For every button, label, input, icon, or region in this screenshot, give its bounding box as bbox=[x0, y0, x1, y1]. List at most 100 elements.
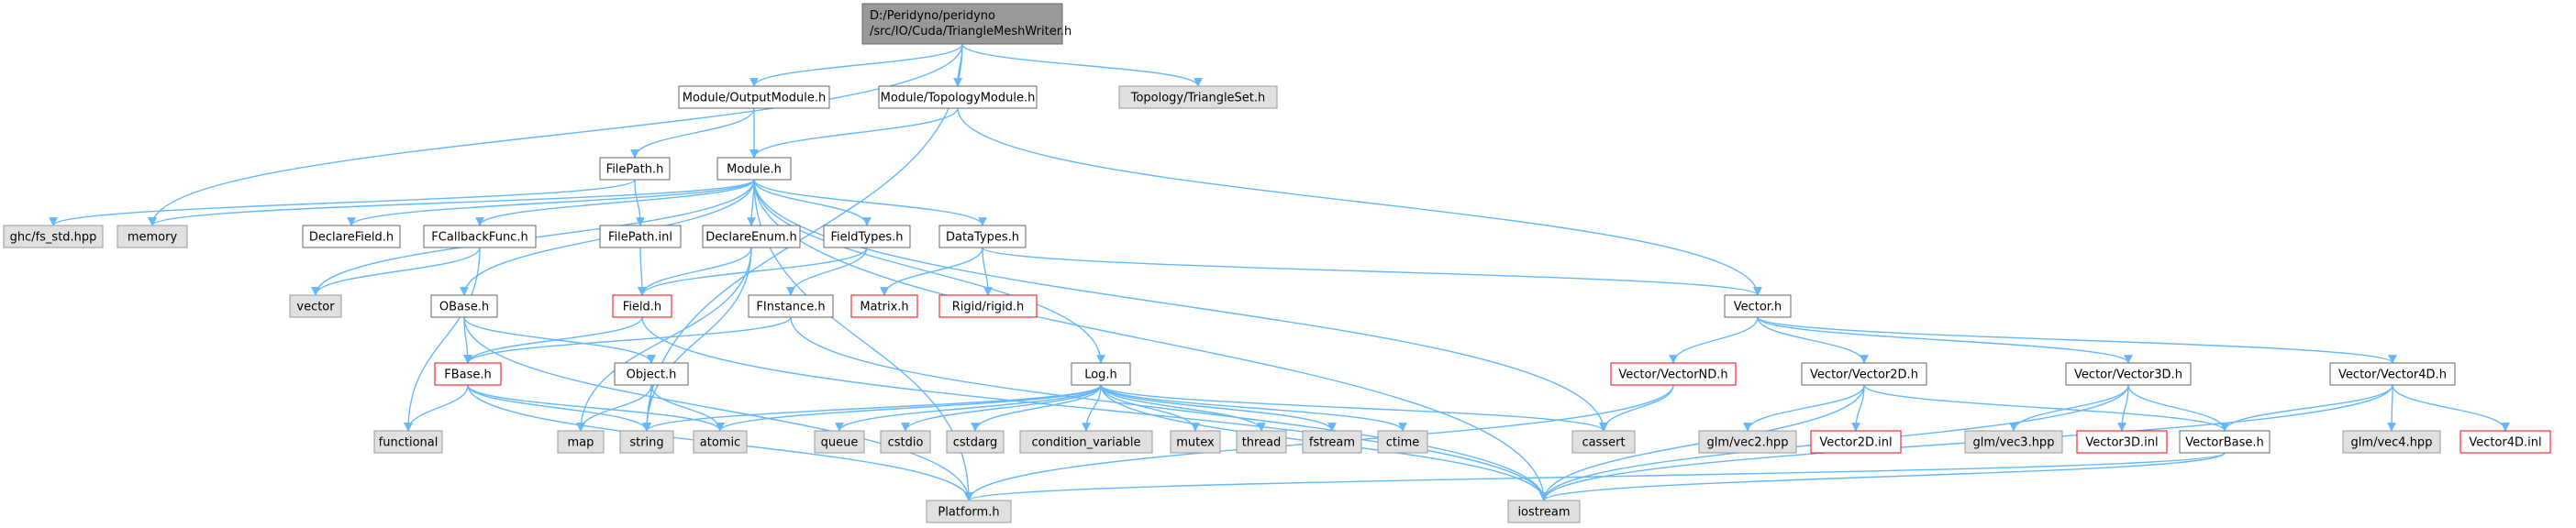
node-vector4d[interactable]: Vector/Vector4D.h bbox=[2329, 362, 2456, 386]
node-thread[interactable]: thread bbox=[1236, 430, 1287, 454]
node-box-field_h[interactable] bbox=[612, 294, 672, 318]
node-memory[interactable]: memory bbox=[117, 225, 188, 248]
node-finstance[interactable]: FInstance.h bbox=[748, 294, 834, 318]
node-outputmodule[interactable]: Module/OutputModule.h bbox=[678, 85, 830, 109]
node-vector_h[interactable]: Vector.h bbox=[1724, 294, 1792, 318]
node-box-vector2d_inl[interactable] bbox=[1810, 430, 1902, 454]
node-box-ctime[interactable] bbox=[1377, 430, 1428, 454]
node-vector3d_inl[interactable]: Vector3D.inl bbox=[2076, 430, 2168, 454]
node-vector3d[interactable]: Vector/Vector3D.h bbox=[2065, 362, 2192, 386]
node-box-vector4d_inl[interactable] bbox=[2459, 430, 2551, 454]
node-box-cassert[interactable] bbox=[1571, 430, 1636, 454]
node-matrix_h[interactable]: Matrix.h bbox=[850, 294, 918, 318]
node-box-cstdio[interactable] bbox=[880, 430, 931, 454]
node-ctime[interactable]: ctime bbox=[1377, 430, 1428, 454]
node-vector2d_inl[interactable]: Vector2D.inl bbox=[1810, 430, 1902, 454]
node-box-finstance[interactable] bbox=[748, 294, 834, 318]
node-box-vectornd[interactable] bbox=[1610, 362, 1737, 386]
node-object_h[interactable]: Object.h bbox=[614, 362, 689, 386]
node-triangleset[interactable]: Topology/TriangleSet.h bbox=[1118, 85, 1278, 109]
node-box-object_h[interactable] bbox=[614, 362, 689, 386]
node-box-vector4d[interactable] bbox=[2329, 362, 2456, 386]
node-iostream[interactable]: iostream bbox=[1507, 500, 1581, 523]
node-box-fieldtypes[interactable] bbox=[823, 225, 911, 248]
node-box-thread[interactable] bbox=[1236, 430, 1287, 454]
node-cassert[interactable]: cassert bbox=[1571, 430, 1636, 454]
node-rigid_h[interactable]: Rigid/rigid.h bbox=[938, 294, 1038, 318]
node-box-filepath_h[interactable] bbox=[599, 157, 671, 181]
node-box-cstdarg[interactable] bbox=[946, 430, 1005, 454]
node-box-module_h[interactable] bbox=[716, 157, 792, 181]
node-box-vector_h[interactable] bbox=[1724, 294, 1792, 318]
node-vector_std[interactable]: vector bbox=[289, 294, 342, 318]
node-vectorbase[interactable]: VectorBase.h bbox=[2179, 430, 2271, 454]
node-cstdio[interactable]: cstdio bbox=[880, 430, 931, 454]
node-box-vector2d[interactable] bbox=[1801, 362, 1927, 386]
node-box-declarefield[interactable] bbox=[302, 225, 401, 248]
node-box-filepath_inl[interactable] bbox=[599, 225, 682, 248]
node-field_h[interactable]: Field.h bbox=[612, 294, 672, 318]
node-fbase[interactable]: FBase.h bbox=[434, 362, 502, 386]
node-box-vectorbase[interactable] bbox=[2179, 430, 2271, 454]
node-fcallbackfunc[interactable]: FCallbackFunc.h bbox=[423, 225, 537, 248]
node-glm_vec4[interactable]: glm/vec4.hpp bbox=[2342, 430, 2441, 454]
node-functional[interactable]: functional bbox=[373, 430, 443, 454]
node-box-glm_vec4[interactable] bbox=[2342, 430, 2441, 454]
node-box-triangleset[interactable] bbox=[1118, 85, 1278, 109]
node-box-topologymodule[interactable] bbox=[878, 85, 1038, 109]
node-box-condvar[interactable] bbox=[1019, 430, 1153, 454]
node-string[interactable]: string bbox=[619, 430, 674, 454]
node-declarefield[interactable]: DeclareField.h bbox=[302, 225, 401, 248]
node-platform[interactable]: Platform.h bbox=[926, 500, 1012, 523]
node-box-iostream[interactable] bbox=[1507, 500, 1581, 523]
node-box-matrix_h[interactable] bbox=[850, 294, 918, 318]
node-box-glm_vec2[interactable] bbox=[1698, 430, 1797, 454]
node-box-ghc_fs[interactable] bbox=[3, 225, 104, 248]
node-atomic[interactable]: atomic bbox=[693, 430, 748, 454]
node-ghc_fs[interactable]: ghc/fs_std.hpp bbox=[3, 225, 104, 248]
node-box-rigid_h[interactable] bbox=[938, 294, 1038, 318]
node-vectornd[interactable]: Vector/VectorND.h bbox=[1610, 362, 1737, 386]
node-box-obase[interactable] bbox=[430, 294, 498, 318]
node-topologymodule[interactable]: Module/TopologyModule.h bbox=[878, 85, 1038, 109]
node-box-root[interactable] bbox=[861, 3, 1063, 45]
node-box-vector3d[interactable] bbox=[2065, 362, 2192, 386]
node-box-fcallbackfunc[interactable] bbox=[423, 225, 537, 248]
node-box-memory[interactable] bbox=[117, 225, 188, 248]
node-box-atomic[interactable] bbox=[693, 430, 748, 454]
node-box-functional[interactable] bbox=[373, 430, 443, 454]
node-box-glm_vec3[interactable] bbox=[1964, 430, 2063, 454]
node-box-datatypes[interactable] bbox=[938, 225, 1027, 248]
node-root[interactable]: D:/Peridyno/peridyno/src/IO/Cuda/Triangl… bbox=[861, 3, 1071, 45]
node-module_h[interactable]: Module.h bbox=[716, 157, 792, 181]
node-box-platform[interactable] bbox=[926, 500, 1012, 523]
node-box-map[interactable] bbox=[557, 430, 605, 454]
node-box-mutex[interactable] bbox=[1170, 430, 1221, 454]
node-box-queue[interactable] bbox=[814, 430, 865, 454]
node-box-outputmodule[interactable] bbox=[678, 85, 830, 109]
node-fstream[interactable]: fstream bbox=[1302, 430, 1362, 454]
node-declareenum[interactable]: DeclareEnum.h bbox=[702, 225, 801, 248]
node-fieldtypes[interactable]: FieldTypes.h bbox=[823, 225, 911, 248]
node-datatypes[interactable]: DataTypes.h bbox=[938, 225, 1027, 248]
node-vector4d_inl[interactable]: Vector4D.inl bbox=[2459, 430, 2551, 454]
node-box-vector3d_inl[interactable] bbox=[2076, 430, 2168, 454]
node-glm_vec3[interactable]: glm/vec3.hpp bbox=[1964, 430, 2063, 454]
node-box-vector_std[interactable] bbox=[289, 294, 342, 318]
node-box-fstream[interactable] bbox=[1302, 430, 1362, 454]
node-cstdarg[interactable]: cstdarg bbox=[946, 430, 1005, 454]
node-filepath_h[interactable]: FilePath.h bbox=[599, 157, 671, 181]
node-condvar[interactable]: condition_variable bbox=[1019, 430, 1153, 454]
node-log_h[interactable]: Log.h bbox=[1071, 362, 1131, 386]
node-glm_vec2[interactable]: glm/vec2.hpp bbox=[1698, 430, 1797, 454]
node-map[interactable]: map bbox=[557, 430, 605, 454]
node-box-log_h[interactable] bbox=[1071, 362, 1131, 386]
node-box-fbase[interactable] bbox=[434, 362, 502, 386]
node-box-declareenum[interactable] bbox=[702, 225, 801, 248]
node-vector2d[interactable]: Vector/Vector2D.h bbox=[1801, 362, 1927, 386]
node-filepath_inl[interactable]: FilePath.inl bbox=[599, 225, 682, 248]
node-box-string[interactable] bbox=[619, 430, 674, 454]
node-queue[interactable]: queue bbox=[814, 430, 865, 454]
node-mutex[interactable]: mutex bbox=[1170, 430, 1221, 454]
node-obase[interactable]: OBase.h bbox=[430, 294, 498, 318]
